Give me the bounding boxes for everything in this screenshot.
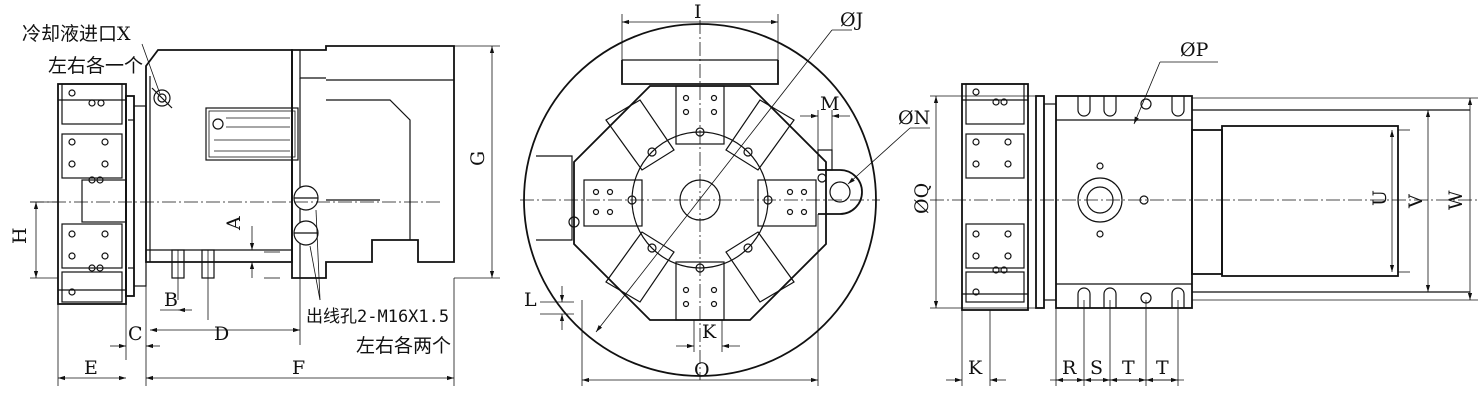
tool-station-block — [61, 271, 123, 303]
dim-label-t2: T — [1156, 357, 1169, 379]
dim-label-r: R — [1062, 357, 1077, 379]
front-bolt-holes — [592, 94, 808, 308]
coolant-inlet-note: 冷却液进口X — [22, 23, 131, 45]
turret-housing — [145, 49, 293, 263]
tool-station-block — [61, 133, 123, 179]
tool-disc-side — [961, 83, 1029, 311]
disc-bolt-holes — [68, 89, 109, 296]
dim-label-f: F — [292, 357, 305, 379]
dim-label-e: E — [84, 357, 98, 379]
side-view: 冷却液进口X 左右各一个 出线孔2-M16X1.5 左右各两个 A B C D … — [9, 23, 500, 386]
diameter-j-leader — [595, 29, 833, 333]
dim-label-k-right: K — [968, 357, 983, 379]
dim-label-l: L — [524, 289, 537, 311]
dim-label-o: O — [694, 359, 710, 381]
right-lug — [818, 169, 863, 215]
dim-label-a: A — [223, 216, 245, 231]
dim-label-b: B — [164, 289, 178, 311]
dim-label-u: U — [1369, 190, 1391, 206]
disc-bolt-holes-right — [972, 88, 1012, 296]
dim-label-h: H — [9, 227, 31, 244]
dim-label-q: ØQ — [911, 183, 933, 214]
tool-station-block — [61, 223, 123, 269]
cable-outlet-note-sub: 左右各两个 — [356, 335, 451, 357]
front-flange — [125, 95, 135, 297]
cable-outlet-note: 出线孔2-M16X1.5 — [306, 307, 449, 327]
tool-station-block — [61, 83, 123, 125]
coolant-inlet-note-sub: 左右各一个 — [48, 55, 143, 77]
top-view: ØP ØQ K R S T T U V W — [911, 39, 1480, 386]
dim-label-v: V — [1405, 194, 1427, 209]
dim-label-m: M — [820, 93, 839, 115]
dim-label-i: I — [694, 1, 702, 23]
logo-icon — [212, 118, 224, 130]
dim-label-w: W — [1445, 190, 1467, 210]
dim-label-t1: T — [1122, 357, 1135, 379]
front-view: I ØJ K L M ØN O — [520, 1, 930, 386]
tool-disc-octagon — [573, 85, 827, 321]
dim-label-c: C — [128, 323, 143, 345]
dim-label-j: ØJ — [840, 9, 863, 31]
dim-label-p: ØP — [1180, 39, 1209, 61]
top-mount-tab — [621, 60, 779, 85]
dim-label-d: D — [214, 323, 229, 345]
tool-stations — [583, 85, 817, 321]
center-boss — [1077, 177, 1123, 223]
nameplate — [205, 107, 299, 161]
motor-housing — [291, 45, 455, 279]
dim-label-g: G — [467, 151, 489, 166]
left-bracket — [536, 155, 573, 241]
dim-label-s: S — [1090, 357, 1103, 379]
dim-label-k: K — [702, 321, 717, 343]
mounting-slots — [1077, 96, 1185, 308]
dim-label-n: ØN — [898, 107, 930, 129]
motor-body — [1221, 125, 1399, 277]
turret-body-top — [1055, 95, 1193, 309]
